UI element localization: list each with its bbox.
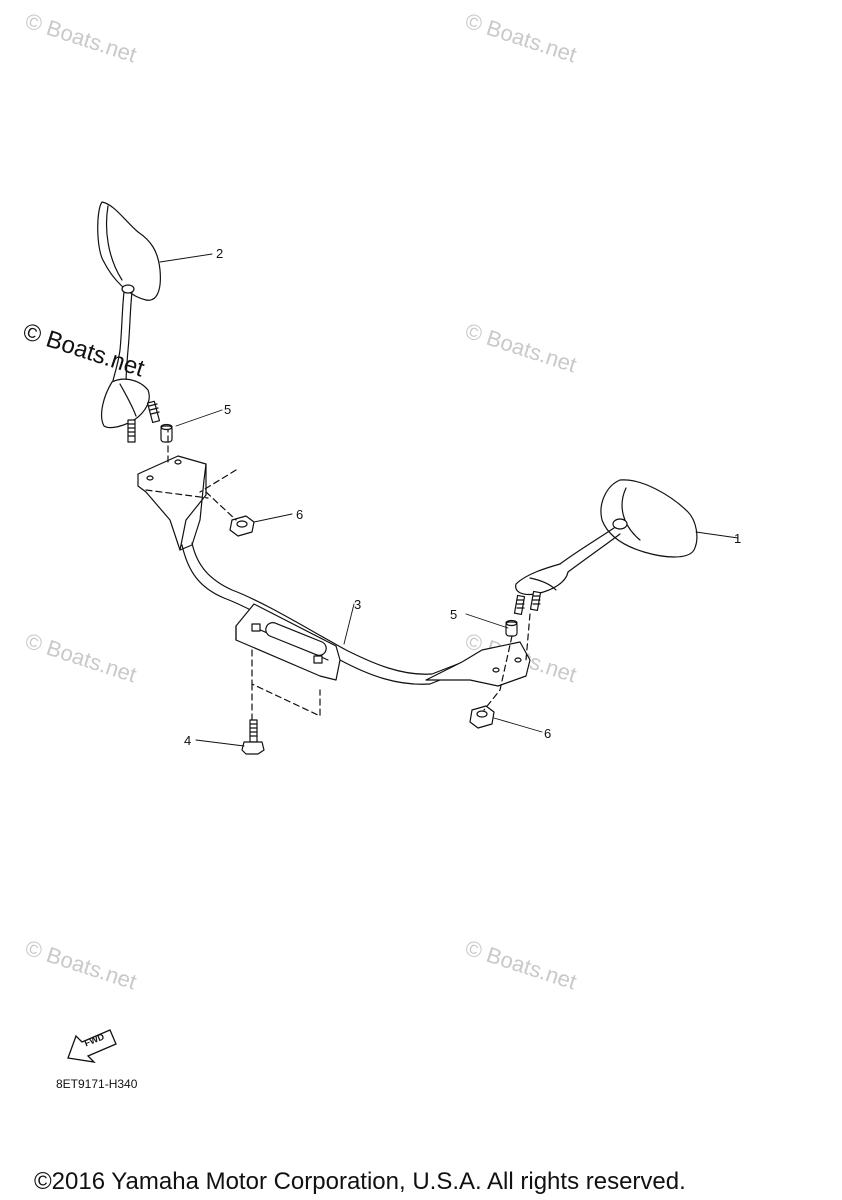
leader-lines bbox=[159, 253, 739, 747]
left-spacer bbox=[160, 423, 173, 443]
callout-4: 4 bbox=[184, 733, 192, 748]
callout-1: 1 bbox=[734, 531, 742, 546]
left-nut bbox=[229, 515, 255, 537]
right-bracket bbox=[425, 641, 531, 687]
bolt bbox=[241, 719, 265, 755]
callout-6: 6 bbox=[296, 507, 304, 522]
callout-6: 6 bbox=[544, 726, 552, 741]
right-mirror bbox=[513, 479, 698, 615]
callout-5: 5 bbox=[224, 402, 232, 417]
left-mirror bbox=[97, 201, 161, 443]
left-bracket bbox=[137, 455, 207, 551]
assembly-lines bbox=[145, 429, 531, 721]
fwd-arrow-icon bbox=[67, 1029, 117, 1063]
stay-bar bbox=[181, 542, 471, 685]
callout-5: 5 bbox=[450, 607, 458, 622]
copyright-notice: ©2016 Yamaha Motor Corporation, U.S.A. A… bbox=[34, 1168, 686, 1195]
right-nut bbox=[469, 705, 495, 729]
part-code: 8ET9171-H340 bbox=[56, 1077, 138, 1091]
callout-3: 3 bbox=[354, 597, 362, 612]
callout-2: 2 bbox=[216, 246, 224, 261]
